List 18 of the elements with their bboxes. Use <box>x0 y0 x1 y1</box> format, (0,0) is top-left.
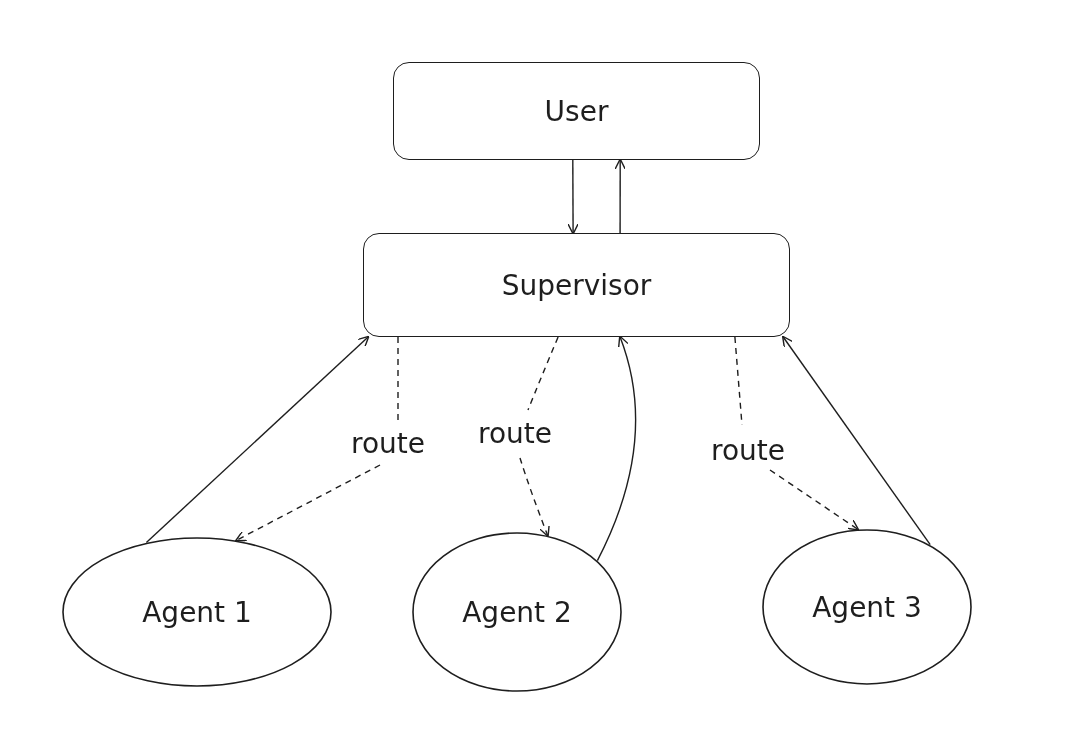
process-box <box>393 62 760 160</box>
dashed-arrow <box>734 336 860 531</box>
agent-ellipse <box>412 532 622 692</box>
arrow <box>781 335 931 546</box>
node-label: Agent 2 <box>462 595 572 629</box>
dashed-arrow <box>519 336 559 538</box>
arrow <box>596 335 637 562</box>
agent-ellipse <box>62 537 332 687</box>
node-label: Agent 1 <box>142 595 252 629</box>
arrow <box>614 158 626 234</box>
node-label: User <box>544 94 609 128</box>
node-label: Supervisor <box>501 268 652 302</box>
arrow <box>567 159 579 235</box>
agent-ellipse <box>762 529 972 685</box>
dashed-arrow <box>234 336 399 542</box>
process-box <box>363 233 790 337</box>
node-label: Agent 3 <box>812 590 922 624</box>
arrow <box>145 335 370 544</box>
